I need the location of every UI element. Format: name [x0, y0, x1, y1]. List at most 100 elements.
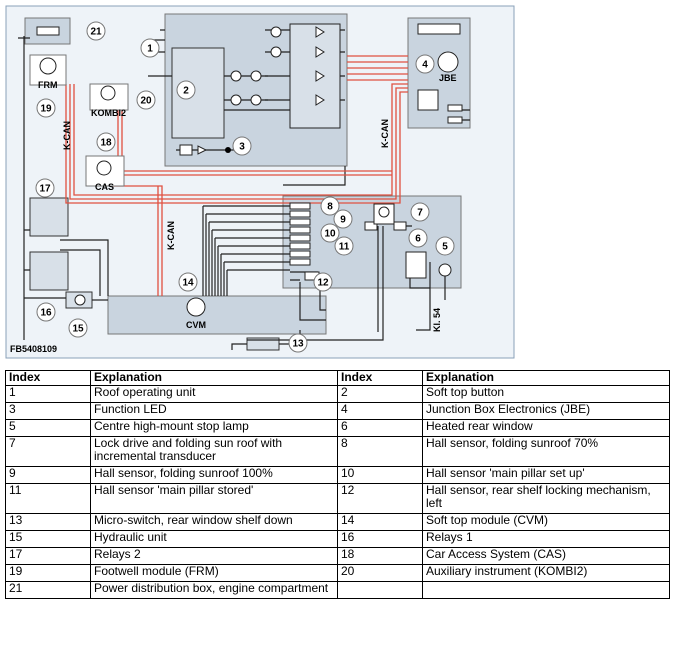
- diode-icon: [315, 46, 325, 58]
- explanation-cell: Hall sensor 'main pillar set up': [422, 466, 670, 484]
- callout-circle: [178, 272, 198, 292]
- cvm-box: [107, 295, 327, 335]
- diode-icon: [315, 94, 325, 106]
- lamp-icon: [270, 26, 282, 38]
- callout-number: 11: [339, 242, 350, 253]
- index-cell: 11: [5, 483, 91, 514]
- relays-2-box: [29, 197, 69, 237]
- callout-circle: [36, 302, 56, 322]
- callout-number: 8: [327, 202, 333, 213]
- explanation-cell: Hall sensor, folding sunroof 70%: [422, 436, 670, 467]
- header-explanation: Explanation: [422, 370, 670, 386]
- header-index: Index: [5, 370, 91, 386]
- explanation-cell: Hall sensor, folding sunroof 100%: [90, 466, 338, 484]
- index-cell: 15: [5, 530, 91, 548]
- index-cell: 1: [5, 385, 91, 403]
- callout-circle: [68, 318, 88, 338]
- callout-number: 14: [182, 278, 194, 289]
- cas-label: CAS: [95, 182, 114, 192]
- kombi2-symbol-icon: [100, 85, 116, 101]
- roof-unit-components: [179, 23, 341, 156]
- jbe-relay-icon: [417, 89, 439, 111]
- hall-sensor-icon: [289, 258, 311, 266]
- index-cell: 16: [337, 530, 423, 548]
- cvm-transistor-icon: [186, 297, 206, 317]
- hall-sensor-icon: [289, 202, 311, 210]
- jbe-resistor-icon: [447, 104, 463, 112]
- index-cell: 21: [5, 581, 91, 599]
- fuse-icon: [36, 26, 60, 36]
- explanation-cell: Centre high-mount stop lamp: [90, 419, 338, 437]
- explanation-cell: [422, 581, 670, 599]
- callout-number: 5: [442, 242, 448, 253]
- callout-circle: [232, 136, 252, 156]
- jbe-transistor-icon: [437, 51, 459, 73]
- callout-circle: [320, 223, 340, 243]
- cvm-label: CVM: [186, 320, 206, 330]
- explanation-cell: Micro-switch, rear window shelf down: [90, 513, 338, 531]
- callout-number: 4: [422, 60, 428, 71]
- callout-circle: [410, 202, 430, 222]
- k-can-label-left: K-CAN: [62, 121, 72, 150]
- explanation-cell: Roof operating unit: [90, 385, 338, 403]
- explanation-cell: Car Access System (CAS): [422, 547, 670, 565]
- hydraulic-motor-icon: [74, 294, 86, 306]
- hall-sensor-icon: [289, 210, 311, 218]
- callout-circle: [35, 178, 55, 198]
- callout-circle: [36, 98, 56, 118]
- explanation-cell: Lock drive and folding sun roof with inc…: [90, 436, 338, 467]
- index-cell: 10: [337, 466, 423, 484]
- index-cell: 8: [337, 436, 423, 467]
- index-cell: [337, 581, 423, 599]
- callout-number: 16: [40, 308, 52, 319]
- callout-circle: [435, 236, 455, 256]
- index-cell: 3: [5, 402, 91, 420]
- k-can-bus: [65, 55, 408, 296]
- diode-block: [289, 23, 341, 129]
- jbe-resistor-icon: [447, 116, 463, 124]
- junction-dot: [225, 147, 231, 153]
- lamp-icon: [230, 94, 242, 106]
- callout-number: 21: [90, 27, 102, 38]
- callout-number: 10: [324, 229, 336, 240]
- kombi2-label: KOMBI2: [91, 108, 126, 118]
- lamp-icon: [250, 94, 262, 106]
- callout-circle: [176, 80, 196, 100]
- header-explanation: Explanation: [90, 370, 338, 386]
- callout-number: 7: [417, 208, 423, 219]
- led-icon: [197, 145, 208, 155]
- callout-number: 15: [72, 324, 84, 335]
- jbe-label: JBE: [439, 73, 457, 83]
- lamp-icon: [250, 70, 262, 82]
- diode-icon: [315, 26, 325, 38]
- hall-sensor-icon: [289, 234, 311, 242]
- frm-symbol-icon: [39, 57, 57, 75]
- k-can-label-middle: K-CAN: [166, 221, 176, 250]
- hall-sensor-icon: [289, 218, 311, 226]
- callout-circle: [136, 90, 156, 110]
- resistor-icon: [179, 144, 193, 156]
- terminal-label: Kl. 54: [432, 308, 442, 332]
- callout-number: 19: [40, 104, 52, 115]
- legend-header-row: Index Explanation Index Explanation: [5, 370, 670, 386]
- callout-number: 2: [183, 86, 189, 97]
- index-cell: 12: [337, 483, 423, 514]
- hall-sensor-icon: [289, 250, 311, 258]
- index-cell: 18: [337, 547, 423, 565]
- callout-number: 17: [39, 184, 51, 195]
- callout-circle: [86, 21, 106, 41]
- callout-circle: [313, 272, 333, 292]
- callout-number: 12: [317, 278, 329, 289]
- callout-number: 1: [147, 44, 153, 55]
- explanation-cell: Soft top module (CVM): [422, 513, 670, 531]
- explanation-cell: Relays 2: [90, 547, 338, 565]
- explanation-cell: Heated rear window: [422, 419, 670, 437]
- relays-1-box: [29, 251, 69, 291]
- callout-circle: [334, 236, 354, 256]
